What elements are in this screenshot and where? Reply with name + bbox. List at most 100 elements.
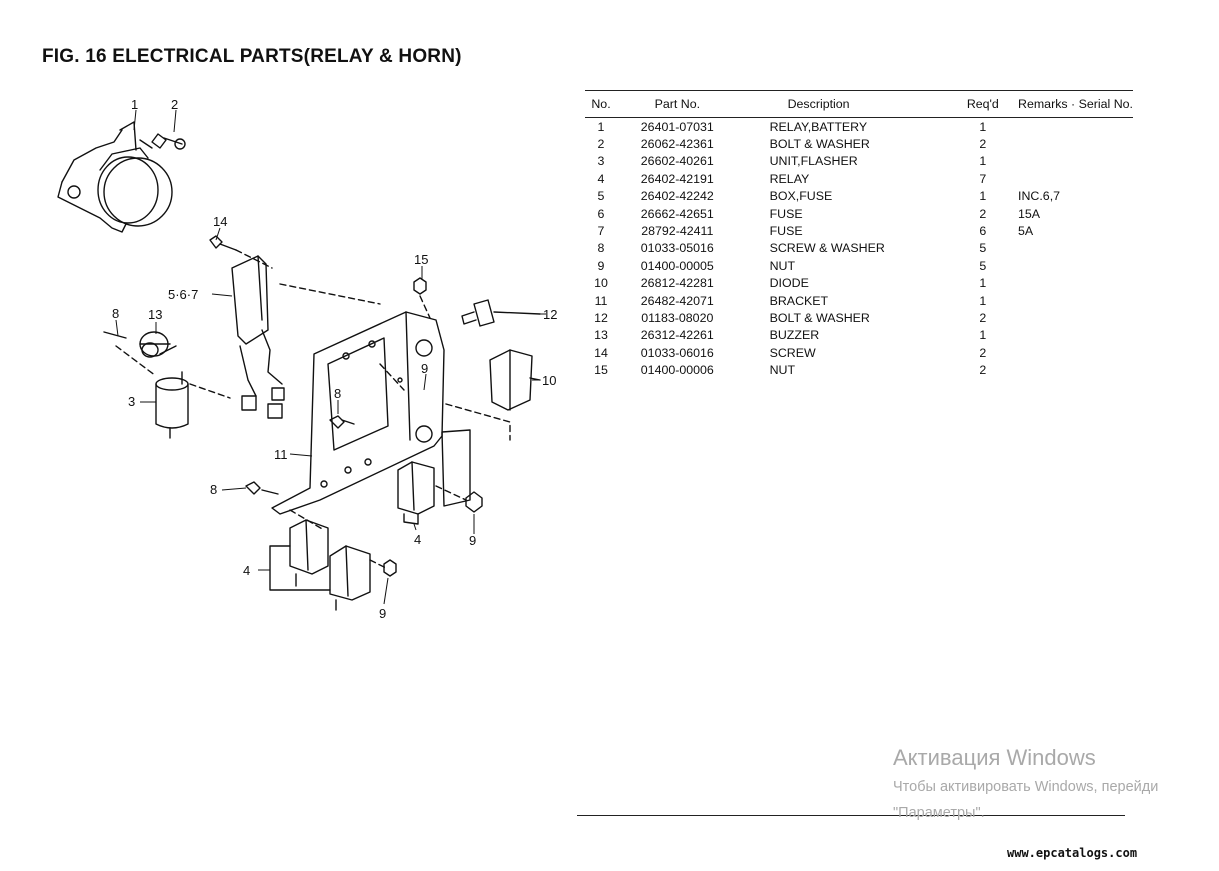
cell-remarks xyxy=(1004,275,1133,292)
cell-remarks: 5A xyxy=(1018,224,1034,239)
cell-part-no: 01183-08020 xyxy=(641,310,714,325)
cell-description: FUSE xyxy=(769,224,803,239)
cell-no: 14 xyxy=(594,345,608,360)
activation-watermark-title: Активация Windows xyxy=(893,745,1096,770)
bracket-part xyxy=(271,311,445,515)
cell-description: UNIT,FLASHER xyxy=(769,154,858,169)
battery-relay-part xyxy=(57,121,173,233)
fuse-box-part xyxy=(231,255,381,419)
parts-list-table: No. Part No. Description Req'd Remarks ·… xyxy=(585,90,1133,379)
cell-part-no: 26312-42261 xyxy=(640,328,714,343)
cell-part-no: 26482-42071 xyxy=(640,293,714,308)
cell-no: 8 xyxy=(597,241,605,256)
cell-reqd: 1 xyxy=(979,154,987,169)
nut-part-9 xyxy=(435,485,483,513)
cell-part-no: 26062-42361 xyxy=(640,137,714,152)
cell-part-no: 01400-00006 xyxy=(640,363,714,378)
callout-label: 9 xyxy=(379,606,386,621)
cell-description: DIODE xyxy=(769,276,809,291)
flasher-unit-part xyxy=(155,371,231,439)
callout-label: 15 xyxy=(414,252,428,267)
column-header-part-no: Part No. xyxy=(617,90,738,118)
cell-description: BOX,FUSE xyxy=(769,189,833,204)
column-header-no: No. xyxy=(585,90,618,118)
cell-no: 10 xyxy=(594,276,608,291)
screw-washer-part xyxy=(245,415,345,495)
cell-reqd: 2 xyxy=(979,345,987,360)
callout-label: 12 xyxy=(543,307,557,322)
cell-reqd: 7 xyxy=(979,171,987,186)
callout-label: 11 xyxy=(274,447,288,462)
nut-part-15 xyxy=(413,277,431,319)
cell-no: 5 xyxy=(597,189,605,204)
relay-pair-part xyxy=(269,509,397,611)
diode-part xyxy=(445,349,541,441)
cell-remarks: 15A xyxy=(1018,206,1041,221)
callout-label: 13 xyxy=(148,307,162,322)
cell-remarks xyxy=(1004,344,1133,361)
cell-remarks xyxy=(1004,257,1133,274)
cell-reqd: 1 xyxy=(979,119,987,134)
cell-reqd: 1 xyxy=(979,328,987,343)
cell-description: NUT xyxy=(769,258,796,273)
column-header-description: Description xyxy=(737,90,962,118)
cell-reqd: 2 xyxy=(979,206,987,221)
cell-no: 4 xyxy=(597,171,605,186)
table-row: 12 01183-08020 BOLT & WASHER 2 xyxy=(585,309,1133,326)
callout-label: 9 xyxy=(421,361,428,376)
callout-label: 14 xyxy=(213,214,227,229)
cell-no: 1 xyxy=(597,119,605,134)
cell-description: RELAY xyxy=(769,171,810,186)
cell-reqd: 2 xyxy=(979,310,987,325)
cell-part-no: 26402-42242 xyxy=(640,189,714,204)
cell-reqd: 5 xyxy=(979,241,987,256)
source-site-url: www.epcatalogs.com xyxy=(1007,846,1138,860)
cell-remarks xyxy=(1004,309,1133,326)
cell-reqd: 1 xyxy=(979,276,987,291)
cell-part-no: 26402-42191 xyxy=(640,171,714,186)
cell-no: 13 xyxy=(594,328,608,343)
callout-label: 8 xyxy=(334,386,341,401)
callout-label: 2 xyxy=(171,97,178,112)
cell-remarks xyxy=(1004,170,1133,187)
column-header-reqd: Req'd xyxy=(961,90,1005,118)
callout-label: 4 xyxy=(414,532,421,547)
callout-label: 8 xyxy=(112,306,119,321)
callout-label: 4 xyxy=(243,563,250,578)
cell-remarks xyxy=(1004,135,1133,152)
cell-description: SCREW xyxy=(769,345,816,360)
cell-description: BRACKET xyxy=(769,293,829,308)
callout-label: 3 xyxy=(128,394,135,409)
table-header-row: No. Part No. Description Req'd Remarks ·… xyxy=(585,90,1133,118)
callout-label: 10 xyxy=(542,373,556,388)
cell-description: RELAY,BATTERY xyxy=(769,119,868,134)
cell-reqd: 5 xyxy=(979,258,987,273)
figure-title: FIG. 16 ELECTRICAL PARTS(RELAY & HORN) xyxy=(42,46,462,67)
cell-remarks xyxy=(1004,153,1133,170)
table-row: 13 26312-42261 BUZZER 1 xyxy=(585,327,1133,344)
callout-label: 1 xyxy=(131,97,138,112)
cell-no: 12 xyxy=(594,310,608,325)
callout-label: 5·6·7 xyxy=(168,287,198,302)
table-row: 4 26402-42191 RELAY 7 xyxy=(585,170,1133,187)
cell-description: SCREW & WASHER xyxy=(769,241,885,256)
cell-description: BUZZER xyxy=(769,328,820,343)
cell-reqd: 1 xyxy=(979,293,987,308)
cell-no: 3 xyxy=(597,154,605,169)
cell-remarks xyxy=(1004,240,1133,257)
activation-watermark-settings-text: "Параметры". xyxy=(893,805,985,821)
cell-description: BOLT & WASHER xyxy=(769,310,870,325)
cell-description: BOLT & WASHER xyxy=(769,137,870,152)
cell-part-no: 01400-00005 xyxy=(640,258,714,273)
